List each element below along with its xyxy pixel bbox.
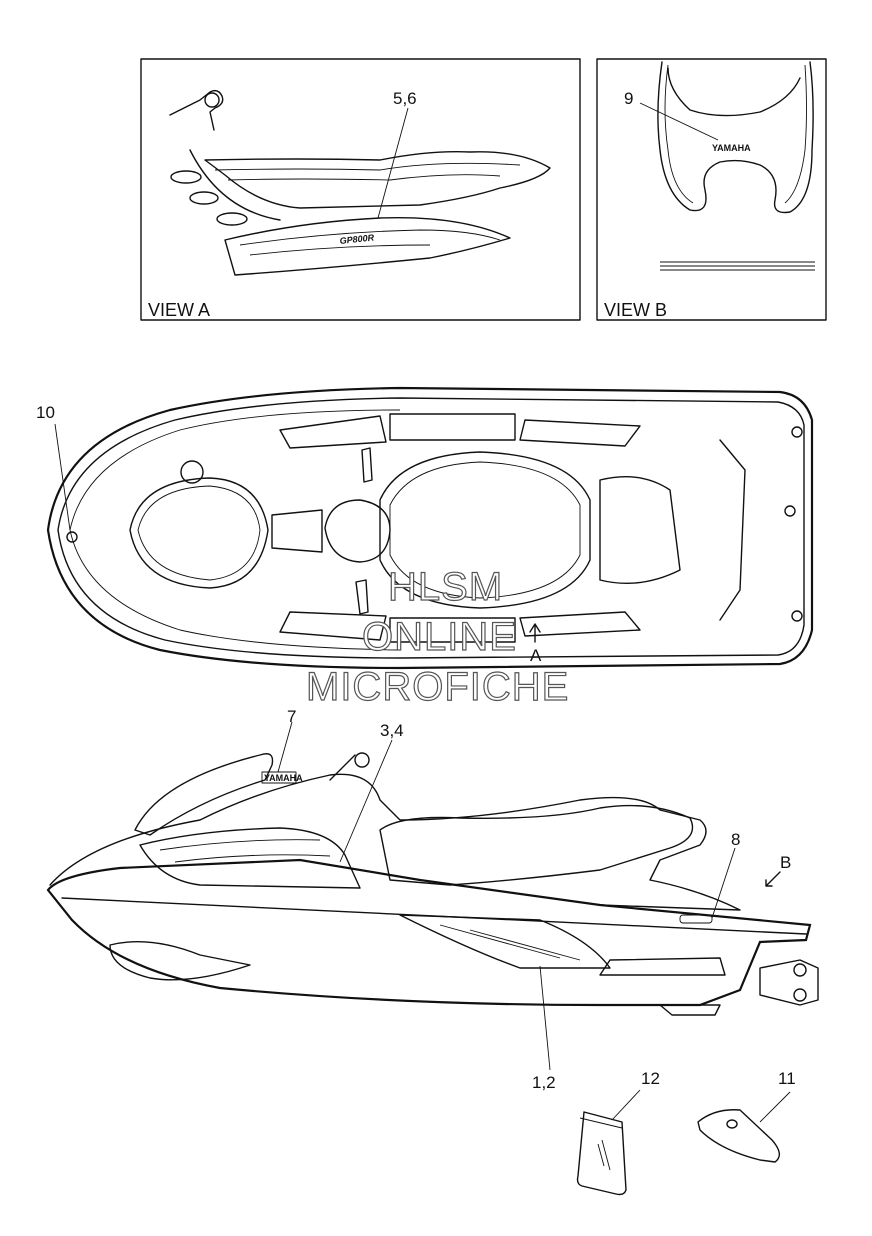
watermark-line-2: ONLINE [362,615,517,659]
callout-3-4: 3,4 [380,721,404,740]
part-11-holder: 11 [697,1069,796,1163]
view-b-logo: YAMAHA [712,143,751,153]
callout-b: B [780,853,791,872]
view-a-panel: GP800R 5,6 VIEW A [140,58,581,321]
watermark-line-1: HLSM [388,565,503,609]
callout-10: 10 [36,403,55,422]
view-a-caption: VIEW A [148,300,210,320]
part-12-pouch: 12 [576,1069,660,1196]
view-b-caption: VIEW B [604,300,667,320]
side-view-watercraft: YAMAHA 7 3,4 8 B 1,2 [46,707,819,1092]
callout-7: 7 [287,707,296,726]
callout-12: 12 [641,1069,660,1088]
callout-9: 9 [624,89,633,108]
callout-5-6: 5,6 [393,89,417,108]
callout-8: 8 [731,830,740,849]
callout-a: A [530,646,542,665]
callout-11: 11 [778,1069,796,1088]
watermark-line-3: MICROFICHE [306,665,569,709]
top-view-watercraft: 10 A [36,386,814,670]
side-logo: YAMAHA [264,773,303,783]
watermark: HLSM ONLINE MICROFICHE [305,564,569,709]
callout-1-2: 1,2 [532,1073,556,1092]
view-a-decal-text: GP800R [339,232,375,246]
view-b-panel: YAMAHA 9 VIEW B [596,58,827,321]
